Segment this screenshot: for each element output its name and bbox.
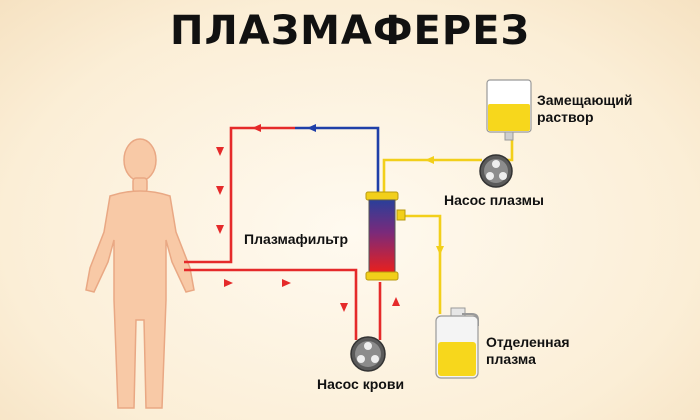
blood-pump-label: Насос крови [317,376,405,392]
arrow-left-icon [252,124,261,132]
arrow-left-icon [307,124,316,132]
replacement-solution-bag-icon [486,79,532,141]
separated-plasma-canister-icon [435,307,479,379]
flow-arrows [216,124,444,312]
human-body-icon [85,138,195,409]
arrow-down-icon [216,186,224,195]
arrow-left-icon [425,156,434,164]
arrow-down-icon [340,303,348,312]
plasma-filter-label: Плазмафильтр [244,231,349,247]
plasma-pump-label: Насос плазмы [444,192,544,208]
separated-plasma-label: Отделенная плазма [486,334,570,367]
plasma-pump-icon [479,154,513,188]
arterial-line [184,126,382,340]
arrow-down-icon [216,147,224,156]
plasma-filter-icon [365,191,406,281]
arrow-down-icon [216,225,224,234]
page-title: ПЛАЗМАФЕРЕЗ [170,8,530,54]
replacement-solution-label: Замещающий раствор [537,92,633,125]
venous-line [295,126,380,196]
arrow-right-icon [282,279,291,287]
arrow-right-icon [224,279,233,287]
blood-pump-icon [350,336,386,372]
arrow-up-icon [392,297,400,306]
arrow-down-icon [436,246,444,255]
